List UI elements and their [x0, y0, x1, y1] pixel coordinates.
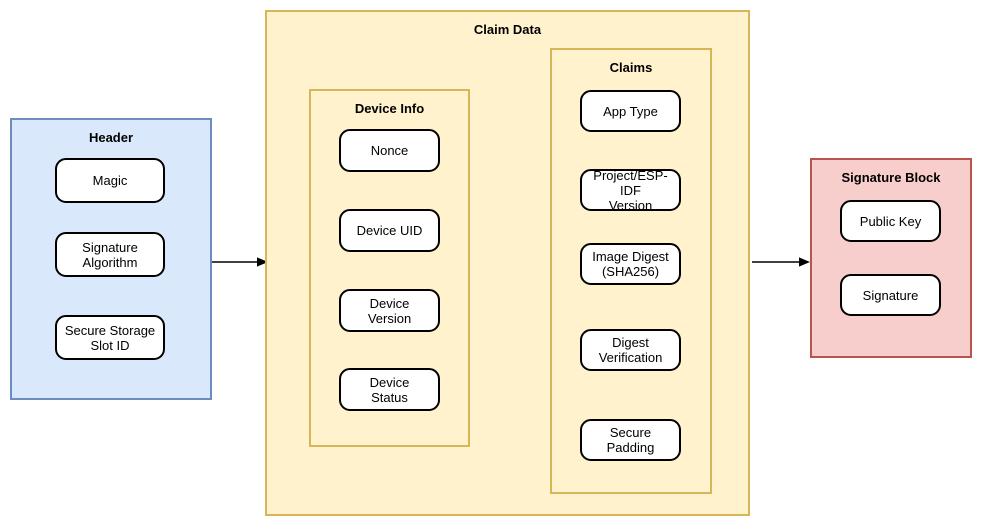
group-device-info[interactable]: Device Info: [309, 89, 470, 447]
node-nonce[interactable]: Nonce: [339, 129, 440, 172]
group-claims[interactable]: Claims: [550, 48, 712, 494]
node-secure-storage-slot-id[interactable]: Secure Storage Slot ID: [55, 315, 165, 360]
node-magic[interactable]: Magic: [55, 158, 165, 203]
node-device-status[interactable]: Device Status: [339, 368, 440, 411]
group-claim-data-title: Claim Data: [473, 22, 542, 37]
arrow-header-to-claim-data: [212, 257, 268, 267]
node-signature[interactable]: Signature: [840, 274, 941, 316]
node-public-key[interactable]: Public Key: [840, 200, 941, 242]
node-image-digest-sha256[interactable]: Image Digest (SHA256): [580, 243, 681, 285]
node-device-uid[interactable]: Device UID: [339, 209, 440, 252]
node-app-type[interactable]: App Type: [580, 90, 681, 132]
node-device-version[interactable]: Device Version: [339, 289, 440, 332]
node-project-esp-idf-version[interactable]: Project/ESP-IDF Version: [580, 168, 681, 213]
group-header-title: Header: [88, 130, 134, 145]
group-signature-block[interactable]: Signature Block: [810, 158, 972, 358]
node-digest-verification[interactable]: Digest Verification: [580, 329, 681, 371]
group-device-info-title: Device Info: [354, 101, 425, 116]
node-signature-algorithm[interactable]: Signature Algorithm: [55, 232, 165, 277]
arrow-claim-data-to-signature-block: [752, 257, 810, 267]
group-signature-block-title: Signature Block: [841, 170, 941, 185]
node-secure-padding[interactable]: Secure Padding: [580, 419, 681, 461]
group-claims-title: Claims: [609, 60, 653, 75]
